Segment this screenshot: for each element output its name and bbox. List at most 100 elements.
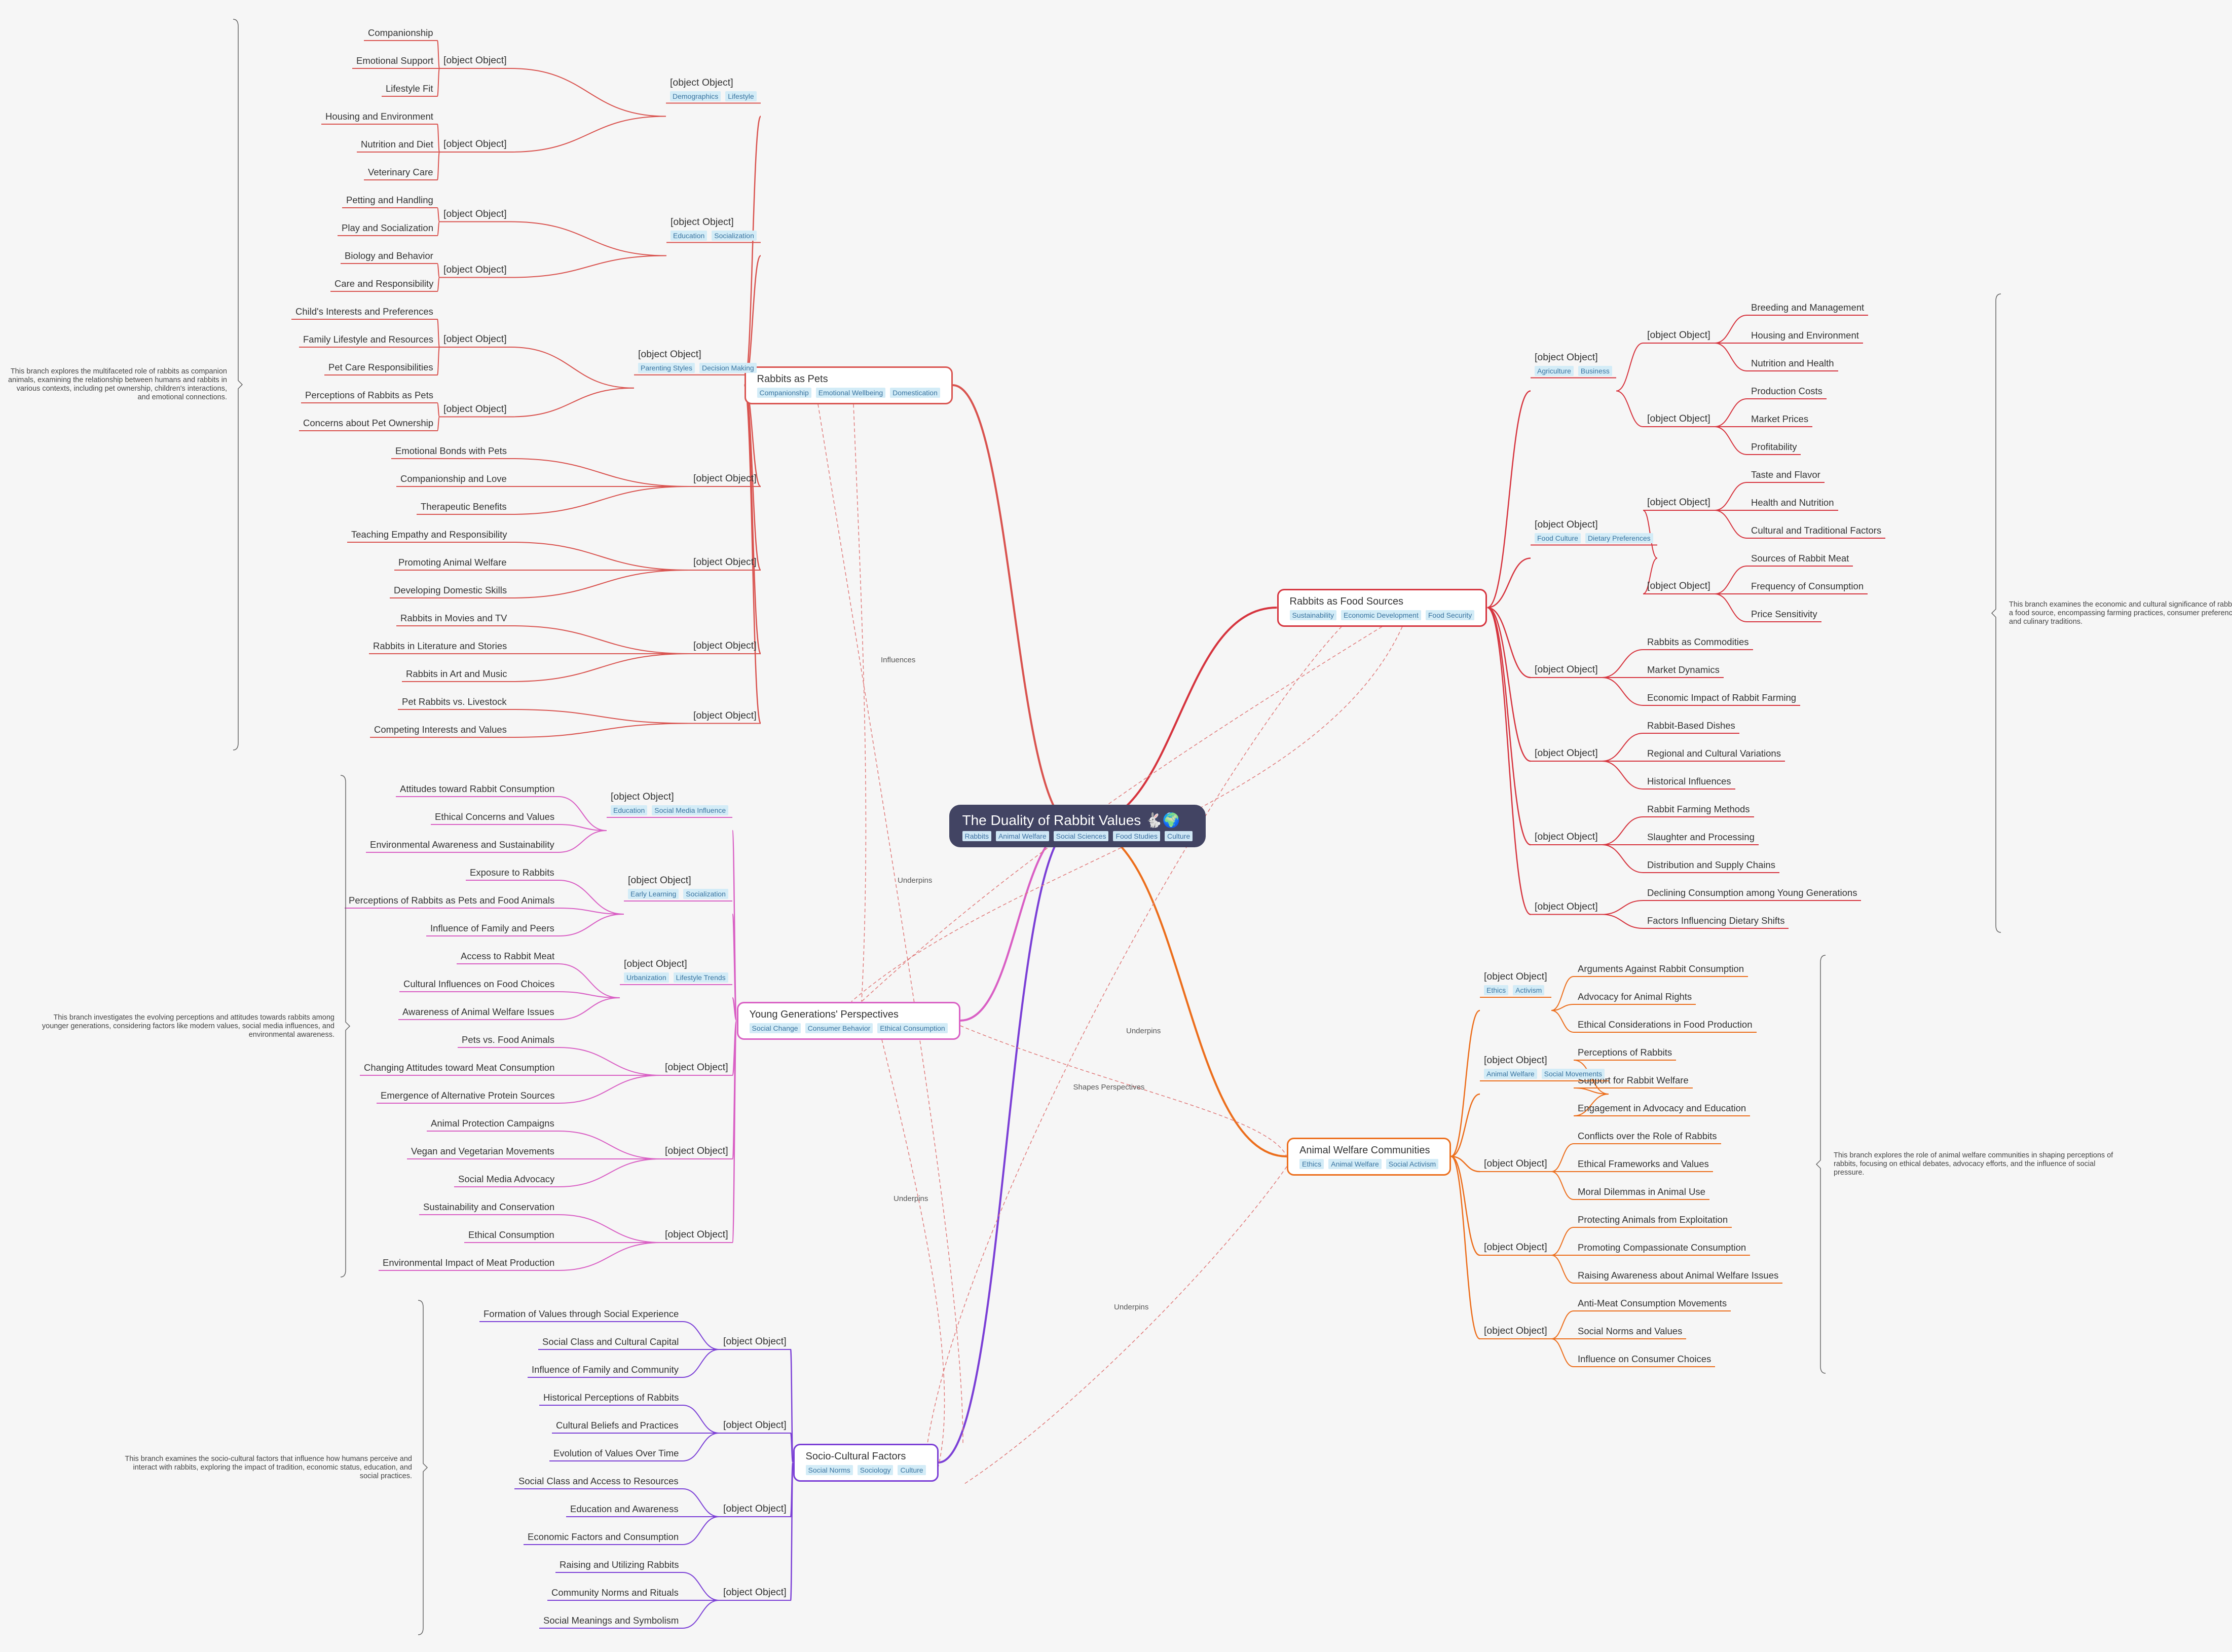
leaf-rabbits-in-art-and-music[interactable]: Rabbits in Art and Music: [406, 668, 507, 680]
leaf-formation-of-values-through-social-experience[interactable]: Formation of Values through Social Exper…: [483, 1308, 679, 1320]
leaf-distribution-and-supply-chains[interactable]: Distribution and Supply Chains: [1647, 859, 1775, 871]
topic-interaction-with-rabbits[interactable]: [object Object]: [443, 208, 507, 220]
subtopic-conflicts[interactable]: [object Object]: [693, 710, 757, 722]
topic-motivations-for-consumption[interactable]: [object Object]: [1647, 497, 1710, 508]
leaf-frequency-of-consumption[interactable]: Frequency of Consumption: [1751, 581, 1864, 592]
leaf-influence-on-consumer-choices[interactable]: Influence on Consumer Choices: [1578, 1354, 1711, 1365]
leaf-arguments-against-rabbit-consumption[interactable]: Arguments Against Rabbit Consumption: [1578, 963, 1744, 974]
leaf-housing-and-environment[interactable]: Housing and Environment: [325, 111, 433, 122]
leaf-social-class-and-cultural-capital[interactable]: Social Class and Cultural Capital: [542, 1336, 679, 1347]
leaf-rabbits-in-movies-and-tv[interactable]: Rabbits in Movies and TV: [400, 613, 507, 624]
leaf-raising-and-utilizing-rabbits[interactable]: Raising and Utilizing Rabbits: [560, 1559, 679, 1570]
leaf-promoting-animal-welfare[interactable]: Promoting Animal Welfare: [398, 557, 507, 568]
leaf-emergence-of-alternative-protein-sources[interactable]: Emergence of Alternative Protein Sources: [381, 1090, 554, 1101]
subtopic-culinary-traditions[interactable]: [object Object]: [1535, 747, 1598, 759]
leaf-declining-consumption-among-young-generations[interactable]: Declining Consumption among Young Genera…: [1647, 887, 1857, 898]
leaf-awareness-of-animal-welfare-issues[interactable]: Awareness of Animal Welfare Issues: [402, 1006, 554, 1018]
leaf-historical-perceptions-of-rabbits[interactable]: Historical Perceptions of Rabbits: [543, 1392, 679, 1403]
leaf-breeding-and-management[interactable]: Breeding and Management: [1751, 302, 1864, 313]
leaf-care-and-responsibility[interactable]: Care and Responsibility: [334, 278, 433, 289]
leaf-nutrition-and-diet[interactable]: Nutrition and Diet: [361, 139, 433, 150]
leaf-profitability[interactable]: Profitability: [1751, 441, 1797, 453]
leaf-economic-factors-and-consumption[interactable]: Economic Factors and Consumption: [528, 1531, 679, 1543]
subtopic-meat-production[interactable]: [object Object]: [1535, 831, 1598, 843]
subtopic-educational-values[interactable]: [object Object]: [693, 556, 757, 568]
subtopic-changing-consumption-patterns[interactable]: [object Object]: [1535, 901, 1598, 913]
leaf-nutrition-and-health[interactable]: Nutrition and Health: [1751, 358, 1834, 369]
leaf-protecting-animals-from-exploitation[interactable]: Protecting Animals from Exploitation: [1578, 1214, 1728, 1225]
leaf-ethical-concerns-and-values[interactable]: Ethical Concerns and Values: [435, 811, 554, 822]
leaf-pet-care-responsibilities[interactable]: Pet Care Responsibilities: [328, 362, 433, 373]
leaf-cultural-and-traditional-factors[interactable]: Cultural and Traditional Factors: [1751, 525, 1881, 536]
leaf-competing-interests-and-values[interactable]: Competing Interests and Values: [374, 724, 507, 735]
subtopic-campaigns[interactable]: [object Object]: [1484, 1242, 1547, 1253]
leaf-companionship-and-love[interactable]: Companionship and Love: [400, 473, 507, 484]
leaf-teaching-empathy-and-responsibility[interactable]: Teaching Empathy and Responsibility: [351, 529, 507, 540]
leaf-developing-domestic-skills[interactable]: Developing Domestic Skills: [394, 585, 507, 596]
leaf-anti-meat-consumption-movements[interactable]: Anti-Meat Consumption Movements: [1578, 1298, 1727, 1309]
leaf-sustainability-and-conservation[interactable]: Sustainability and Conservation: [423, 1202, 554, 1213]
subtopic-social-practices[interactable]: [object Object]: [723, 1587, 787, 1598]
subtopic-habitus-bourdieu[interactable]: [object Object]: [723, 1336, 787, 1347]
leaf-attitudes-toward-rabbit-consumption[interactable]: Attitudes toward Rabbit Consumption: [400, 783, 554, 795]
leaf-access-to-rabbit-meat[interactable]: Access to Rabbit Meat: [461, 951, 554, 962]
topic-learning-about-rabbits[interactable]: [object Object]: [443, 264, 507, 276]
leaf-pets-vs-food-animals[interactable]: Pets vs. Food Animals: [462, 1034, 554, 1045]
topic-purchasing-habits[interactable]: [object Object]: [1647, 580, 1710, 592]
leaf-ethical-considerations-in-food-production[interactable]: Ethical Considerations in Food Productio…: [1578, 1019, 1753, 1030]
leaf-perceptions-of-rabbits[interactable]: Perceptions of Rabbits: [1578, 1047, 1672, 1058]
leaf-lifestyle-fit[interactable]: Lifestyle Fit: [386, 83, 433, 94]
topic-farming-practices[interactable]: [object Object]: [1647, 329, 1710, 341]
leaf-education-and-awareness[interactable]: Education and Awareness: [570, 1504, 679, 1515]
subtopic-environmental-awareness[interactable]: [object Object]: [665, 1229, 728, 1241]
leaf-changing-attitudes-toward-meat-consumption[interactable]: Changing Attitudes toward Meat Consumpti…: [364, 1062, 554, 1073]
leaf-vegan-and-vegetarian-movements[interactable]: Vegan and Vegetarian Movements: [411, 1146, 554, 1157]
topic-pet-care-practices[interactable]: [object Object]: [443, 138, 507, 150]
leaf-concerns-about-pet-ownership[interactable]: Concerns about Pet Ownership: [303, 418, 433, 429]
leaf-ethical-frameworks-and-values[interactable]: Ethical Frameworks and Values: [1578, 1158, 1709, 1170]
subtopic-ethics-and-morality[interactable]: [object Object]: [1484, 1158, 1547, 1170]
leaf-price-sensitivity[interactable]: Price Sensitivity: [1751, 609, 1817, 620]
leaf-environmental-awareness-and-sustainability[interactable]: Environmental Awareness and Sustainabili…: [370, 839, 554, 850]
leaf-play-and-socialization[interactable]: Play and Socialization: [342, 222, 433, 234]
leaf-cultural-influences-on-food-choices[interactable]: Cultural Influences on Food Choices: [403, 979, 554, 990]
leaf-community-norms-and-rituals[interactable]: Community Norms and Rituals: [551, 1587, 679, 1598]
leaf-taste-and-flavor[interactable]: Taste and Flavor: [1751, 469, 1820, 480]
leaf-petting-and-handling[interactable]: Petting and Handling: [346, 195, 433, 206]
leaf-rabbit-based-dishes[interactable]: Rabbit-Based Dishes: [1647, 720, 1735, 731]
leaf-raising-awareness-about-animal-welfare-issues[interactable]: Raising Awareness about Animal Welfare I…: [1578, 1270, 1778, 1281]
leaf-emotional-bonds-with-pets[interactable]: Emotional Bonds with Pets: [395, 445, 507, 457]
leaf-rabbits-in-literature-and-stories[interactable]: Rabbits in Literature and Stories: [373, 641, 507, 652]
leaf-conflicts-over-the-role-of-rabbits[interactable]: Conflicts over the Role of Rabbits: [1578, 1131, 1717, 1142]
leaf-veterinary-care[interactable]: Veterinary Care: [368, 167, 433, 178]
leaf-factors-influencing-dietary-shifts[interactable]: Factors Influencing Dietary Shifts: [1647, 915, 1784, 926]
leaf-engagement-in-advocacy-and-education[interactable]: Engagement in Advocacy and Education: [1578, 1103, 1746, 1114]
leaf-moral-dilemmas-in-animal-use[interactable]: Moral Dilemmas in Animal Use: [1578, 1186, 1705, 1197]
leaf-sources-of-rabbit-meat[interactable]: Sources of Rabbit Meat: [1751, 553, 1849, 564]
subtopic-traditional-values[interactable]: [object Object]: [723, 1419, 787, 1431]
leaf-exposure-to-rabbits[interactable]: Exposure to Rabbits: [470, 867, 554, 878]
subtopic-economic-and-educational-influences[interactable]: [object Object]: [723, 1503, 787, 1515]
leaf-social-meanings-and-symbolism[interactable]: Social Meanings and Symbolism: [543, 1615, 679, 1626]
topic-motivations-for-pet-ownership[interactable]: [object Object]: [443, 55, 507, 66]
leaf-influence-of-family-and-community[interactable]: Influence of Family and Community: [532, 1364, 679, 1375]
leaf-market-prices[interactable]: Market Prices: [1751, 414, 1808, 425]
subtopic-pop-culture[interactable]: [object Object]: [693, 640, 757, 652]
leaf-emotional-support[interactable]: Emotional Support: [356, 55, 433, 66]
leaf-evolution-of-values-over-time[interactable]: Evolution of Values Over Time: [553, 1448, 679, 1459]
leaf-health-and-nutrition[interactable]: Health and Nutrition: [1751, 497, 1834, 508]
leaf-family-lifestyle-and-resources[interactable]: Family Lifestyle and Resources: [303, 334, 433, 345]
topic-economic-considerations[interactable]: [object Object]: [1647, 413, 1710, 425]
leaf-economic-impact-of-rabbit-farming[interactable]: Economic Impact of Rabbit Farming: [1647, 692, 1796, 703]
subtopic-social-pressure[interactable]: [object Object]: [1484, 1325, 1547, 1337]
leaf-slaughter-and-processing[interactable]: Slaughter and Processing: [1647, 832, 1755, 843]
topic-factors-influencing-pet-selection[interactable]: [object Object]: [443, 333, 507, 345]
